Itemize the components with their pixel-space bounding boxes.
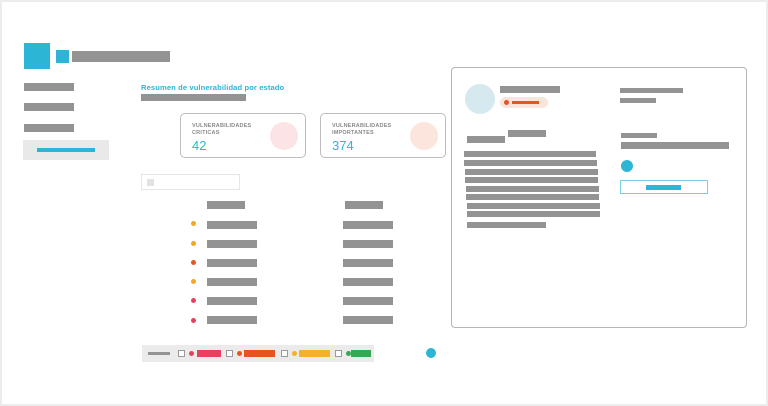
sidebar-item-active[interactable] <box>23 140 109 160</box>
important-vulns-card[interactable]: VULNERABILIDADES IMPORTANTES 374 <box>320 113 446 158</box>
row-cell <box>207 297 257 305</box>
column-header-1[interactable] <box>207 201 245 209</box>
filter-critical-label <box>197 350 221 357</box>
filter-low-label <box>351 350 371 357</box>
important-dot-icon <box>292 351 297 356</box>
severity-dot-icon <box>191 298 196 303</box>
row-cell <box>207 259 257 267</box>
low-dot-icon <box>346 351 351 356</box>
filter-high-checkbox[interactable] <box>226 350 233 357</box>
row-cell <box>207 240 257 248</box>
card-value: 374 <box>332 138 354 153</box>
important-indicator-icon <box>410 122 438 150</box>
sidebar-item-1[interactable] <box>24 83 74 91</box>
status-indicator-icon <box>621 160 633 172</box>
app-logo-mark-icon <box>56 50 69 63</box>
filter-low-checkbox[interactable] <box>335 350 342 357</box>
critical-dot-icon <box>189 351 194 356</box>
row-cell <box>207 221 257 229</box>
severity-dot-icon <box>191 318 196 323</box>
status-dot-icon <box>504 100 509 105</box>
app-title <box>72 51 170 62</box>
meta-value-2 <box>621 142 729 149</box>
row-cell <box>343 316 393 324</box>
row-cell <box>207 316 257 324</box>
row-cell <box>207 278 257 286</box>
sidebar-item-2[interactable] <box>24 103 74 111</box>
severity-dot-icon <box>191 260 196 265</box>
search-input[interactable] <box>141 174 240 190</box>
meta-value-1 <box>620 98 656 103</box>
filter-important-label <box>299 350 330 357</box>
severity-filter-bar <box>142 345 374 362</box>
filter-label <box>148 352 170 355</box>
critical-indicator-icon <box>270 122 298 150</box>
detail-tab-1[interactable] <box>508 130 546 137</box>
card-label: VULNERABILIDADES IMPORTANTES <box>332 123 392 136</box>
detail-tab-2[interactable] <box>467 136 505 143</box>
app-logo-icon <box>24 43 50 69</box>
row-cell <box>343 297 393 305</box>
severity-dot-icon <box>191 221 196 226</box>
button-label <box>646 185 681 190</box>
status-label <box>512 101 539 104</box>
search-icon <box>147 179 154 186</box>
row-cell <box>343 259 393 267</box>
avatar <box>465 84 495 114</box>
severity-dot-icon <box>191 241 196 246</box>
row-cell <box>343 240 393 248</box>
sidebar-item-3[interactable] <box>24 124 74 132</box>
critical-vulns-card[interactable]: VULNERABILIDADES CRITICAS 42 <box>180 113 306 158</box>
row-cell <box>343 278 393 286</box>
sidebar-item-active-label <box>37 148 95 152</box>
severity-dot-icon <box>191 279 196 284</box>
detail-action-button[interactable] <box>620 180 708 194</box>
row-cell <box>343 221 393 229</box>
detail-title <box>500 86 560 93</box>
high-dot-icon <box>237 351 242 356</box>
card-value: 42 <box>192 138 207 153</box>
column-header-2[interactable] <box>345 201 383 209</box>
action-dot-icon[interactable] <box>426 348 436 358</box>
meta-label-2 <box>621 133 657 138</box>
filter-important-checkbox[interactable] <box>281 350 288 357</box>
status-badge <box>500 97 548 108</box>
section-subtitle <box>141 94 246 101</box>
filter-critical-checkbox[interactable] <box>178 350 185 357</box>
filter-high-label <box>244 350 275 357</box>
section-title: Resumen de vulnerabilidad por estado <box>141 83 285 92</box>
card-label: VULNERABILIDADES CRITICAS <box>192 123 252 136</box>
meta-label-1 <box>620 88 683 93</box>
